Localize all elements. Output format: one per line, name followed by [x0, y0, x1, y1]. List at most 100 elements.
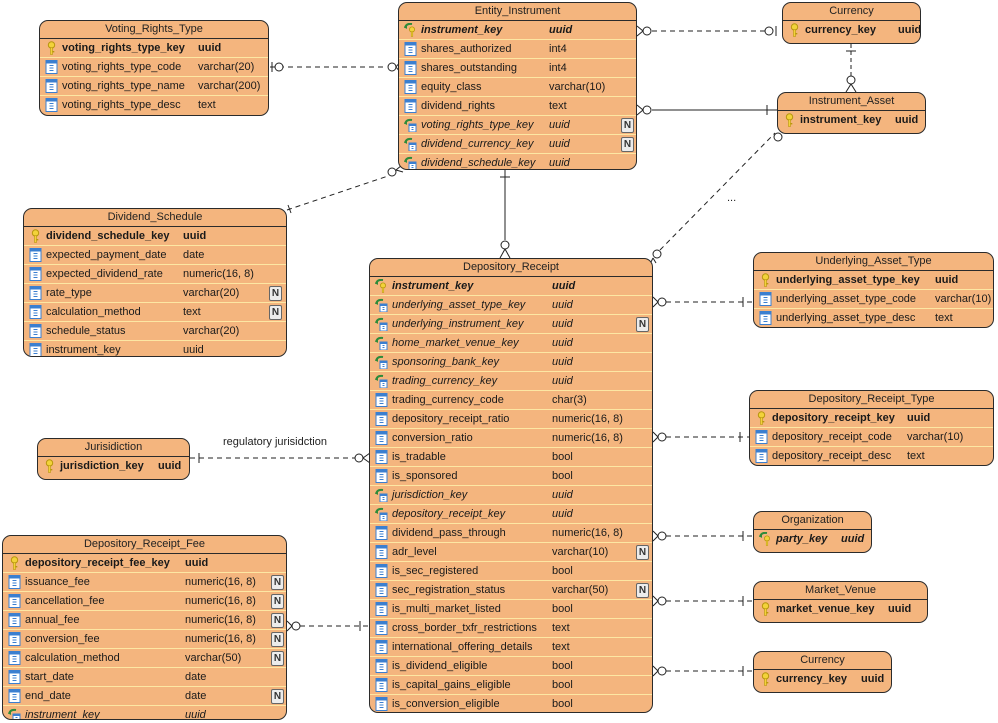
foreign-key-icon	[404, 156, 417, 169]
column-type: numeric(16, 8)	[185, 633, 256, 645]
column-icon	[375, 602, 388, 616]
nullable-icon: N	[636, 317, 649, 332]
foreign-key-icon	[404, 118, 417, 133]
column-type: varchar(50)	[185, 652, 242, 664]
column-icon	[29, 248, 42, 262]
column-type: uuid	[552, 508, 573, 520]
entity-title: Currency	[754, 652, 891, 670]
foreign-key-icon	[375, 355, 388, 370]
column-icon	[8, 575, 21, 589]
column-type: varchar(10)	[907, 431, 964, 443]
column-row[interactable]: depository_receipt_key uuid	[370, 505, 652, 524]
column-name: currency_key	[805, 24, 876, 36]
column-type: uuid	[552, 318, 573, 330]
column-type: char(3)	[552, 394, 587, 406]
column-type: uuid	[841, 533, 865, 545]
column-type: numeric(16, 8)	[552, 527, 623, 539]
column-type: numeric(16, 8)	[185, 595, 256, 607]
column-name: is_multi_market_listed	[392, 603, 501, 615]
column-icon	[375, 640, 388, 654]
entity-title: Currency	[783, 3, 920, 21]
column-name: depository_receipt_key	[392, 508, 506, 520]
nullable-icon: N	[636, 545, 649, 560]
foreign-key-icon	[375, 507, 388, 522]
